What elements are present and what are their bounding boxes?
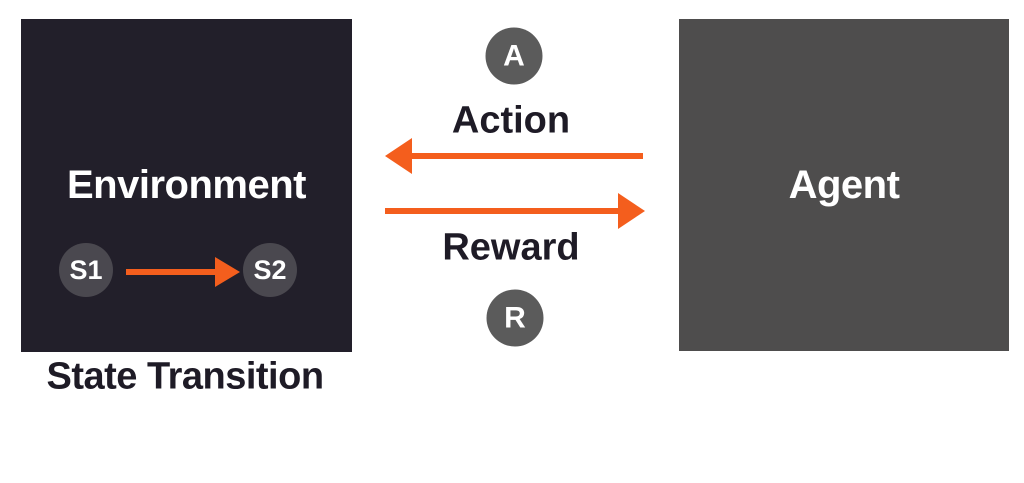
- environment-box: Environment S1 S2: [21, 19, 352, 352]
- reward-arrow-head-icon: [618, 193, 645, 229]
- agent-box: Agent: [679, 19, 1009, 351]
- state-arrow-head-icon: [215, 257, 240, 287]
- reward-label: Reward: [442, 226, 580, 269]
- state-transition-caption: State Transition: [46, 355, 324, 398]
- reward-badge: R: [486, 289, 544, 347]
- action-badge: A: [485, 27, 543, 85]
- action-label: Action: [451, 99, 571, 142]
- action-arrow-head-icon: [385, 138, 412, 174]
- state-transition-arrow: [126, 257, 240, 287]
- reward-arrow-shaft: [385, 208, 620, 214]
- state-s2-circle: S2: [243, 243, 297, 297]
- action-arrow-shaft: [410, 153, 643, 159]
- state-arrow-shaft: [126, 269, 218, 275]
- action-arrow: [385, 138, 643, 174]
- environment-label: Environment: [67, 163, 306, 207]
- state-s1-circle: S1: [59, 243, 113, 297]
- agent-label: Agent: [788, 162, 900, 207]
- reward-arrow: [385, 193, 645, 229]
